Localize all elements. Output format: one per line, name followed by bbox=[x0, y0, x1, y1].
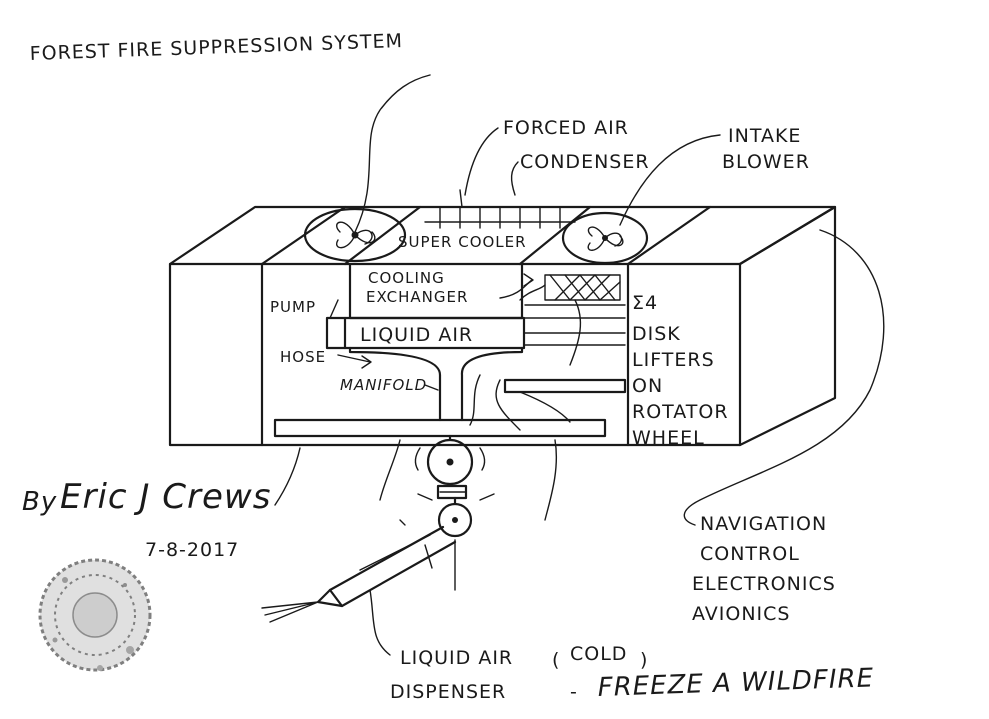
label-paren-close: ) bbox=[640, 649, 648, 671]
label-on: ON bbox=[632, 375, 663, 397]
base-plate bbox=[273, 418, 607, 438]
right-fan bbox=[561, 211, 649, 265]
label-forced-air: FORCED AIR bbox=[503, 117, 629, 139]
label-electronics: ELECTRONICS bbox=[692, 573, 836, 595]
signature-date: 7-8-2017 bbox=[145, 539, 239, 561]
left-fan bbox=[303, 207, 407, 263]
machine-body bbox=[168, 205, 837, 447]
label-disk: DISK bbox=[632, 323, 681, 345]
label-intake: INTAKE bbox=[728, 125, 801, 147]
label-dispenser-line1: LIQUID AIR bbox=[400, 647, 513, 669]
label-manifold: MANIFOLD bbox=[340, 376, 427, 394]
label-pump: PUMP bbox=[270, 298, 316, 316]
label-paren-open: ( bbox=[552, 649, 560, 671]
label-wheel: WHEEL bbox=[632, 427, 705, 449]
label-hose: HOSE bbox=[280, 348, 326, 366]
label-liquid-air-tank: LIQUID AIR bbox=[360, 324, 473, 346]
label-super-cooler: SUPER COOLER bbox=[398, 233, 527, 251]
label-rotator: ROTATOR bbox=[632, 401, 729, 423]
manifold-right bbox=[460, 346, 524, 422]
label-dash: - bbox=[570, 681, 578, 703]
label-avionics: AVIONICS bbox=[692, 603, 790, 625]
hatched-exchanger bbox=[544, 274, 621, 301]
label-navigation: NAVIGATION bbox=[700, 513, 827, 535]
internal-pipes bbox=[469, 284, 582, 431]
label-control: CONTROL bbox=[700, 543, 800, 565]
label-freeze: FREEZE A WILDFIRE bbox=[597, 663, 874, 703]
manifold-left bbox=[348, 346, 442, 422]
label-blower: BLOWER bbox=[722, 151, 810, 173]
label-lifters: LIFTERS bbox=[632, 349, 715, 371]
condenser-grid bbox=[419, 189, 581, 229]
diagram-title: FOREST FIRE SUPPRESSION SYSTEM bbox=[29, 30, 403, 65]
signature-by: By bbox=[22, 487, 57, 517]
label-cold: COLD bbox=[570, 643, 627, 665]
seal-stamp bbox=[38, 558, 152, 672]
label-sigma4: Σ4 bbox=[632, 292, 658, 314]
label-exchanger: EXCHANGER bbox=[366, 288, 468, 306]
liquid-air-tank bbox=[325, 316, 526, 350]
dispenser-assembly bbox=[261, 434, 495, 623]
leader-lines bbox=[274, 74, 885, 656]
label-dispenser-line2: DISPENSER bbox=[390, 681, 506, 703]
disk-lifter-lines bbox=[503, 304, 627, 394]
label-cooling: COOLING bbox=[368, 269, 445, 287]
label-condenser: CONDENSER bbox=[520, 151, 650, 173]
signature-name: Eric J Crews bbox=[60, 477, 271, 517]
